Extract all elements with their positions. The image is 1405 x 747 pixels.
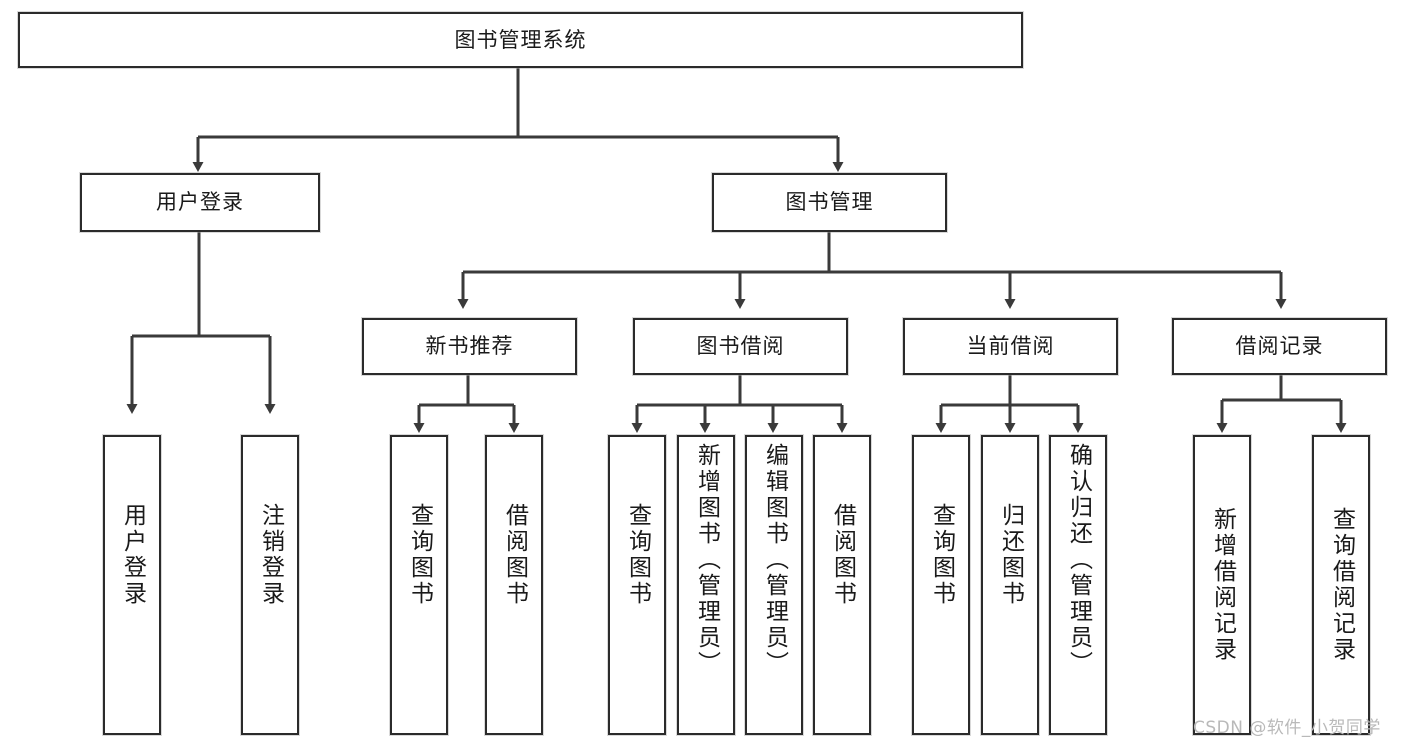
node-label: 用户登录: [156, 190, 244, 215]
node-label: 借阅图书: [501, 503, 528, 607]
leaf-return-book[interactable]: 归还图书: [981, 435, 1039, 735]
node-label: 查询图书: [928, 503, 955, 607]
leaf-query-book-recommend[interactable]: 查询图书: [390, 435, 448, 735]
node-label: 新增图书（管理员）: [693, 443, 720, 677]
leaf-lend-book[interactable]: 借阅图书: [813, 435, 871, 735]
node-book-management[interactable]: 图书管理: [712, 173, 947, 232]
node-current-borrow[interactable]: 当前借阅: [903, 318, 1118, 375]
leaf-query-book-current[interactable]: 查询图书: [912, 435, 970, 735]
leaf-user-logout[interactable]: 注销登录: [241, 435, 299, 735]
node-label: 查询借阅记录: [1328, 507, 1355, 663]
leaf-add-borrow-record[interactable]: 新增借阅记录: [1193, 435, 1251, 735]
node-label: 图书借阅: [696, 334, 785, 359]
node-label: 借阅图书: [829, 503, 856, 607]
leaf-query-borrow-record[interactable]: 查询借阅记录: [1312, 435, 1370, 735]
node-borrow-record[interactable]: 借阅记录: [1172, 318, 1387, 375]
node-label: 归还图书: [997, 503, 1024, 607]
leaf-user-login[interactable]: 用户登录: [103, 435, 161, 735]
leaf-borrow-book-recommend[interactable]: 借阅图书: [485, 435, 543, 735]
node-new-book-recommend[interactable]: 新书推荐: [362, 318, 577, 375]
node-label: 用户登录: [119, 503, 146, 607]
leaf-add-book-admin[interactable]: 新增图书（管理员）: [677, 435, 735, 735]
node-label: 图书管理系统: [454, 27, 587, 52]
leaf-confirm-return-admin[interactable]: 确认归还（管理员）: [1049, 435, 1107, 735]
node-label: 新增借阅记录: [1209, 507, 1236, 663]
node-label: 编辑图书（管理员）: [761, 443, 788, 677]
node-label: 注销登录: [257, 503, 284, 607]
node-label: 图书管理: [785, 190, 874, 215]
node-label: 借阅记录: [1235, 334, 1324, 359]
node-label: 查询图书: [406, 503, 433, 607]
node-label: 确认归还（管理员）: [1065, 443, 1092, 677]
leaf-edit-book-admin[interactable]: 编辑图书（管理员）: [745, 435, 803, 735]
node-book-borrow[interactable]: 图书借阅: [633, 318, 848, 375]
node-label: 当前借阅: [966, 334, 1055, 359]
node-root-system[interactable]: 图书管理系统: [18, 12, 1023, 68]
node-label: 新书推荐: [425, 334, 514, 359]
leaf-query-book[interactable]: 查询图书: [608, 435, 666, 735]
node-user-login[interactable]: 用户登录: [80, 173, 320, 232]
node-label: 查询图书: [624, 503, 651, 607]
